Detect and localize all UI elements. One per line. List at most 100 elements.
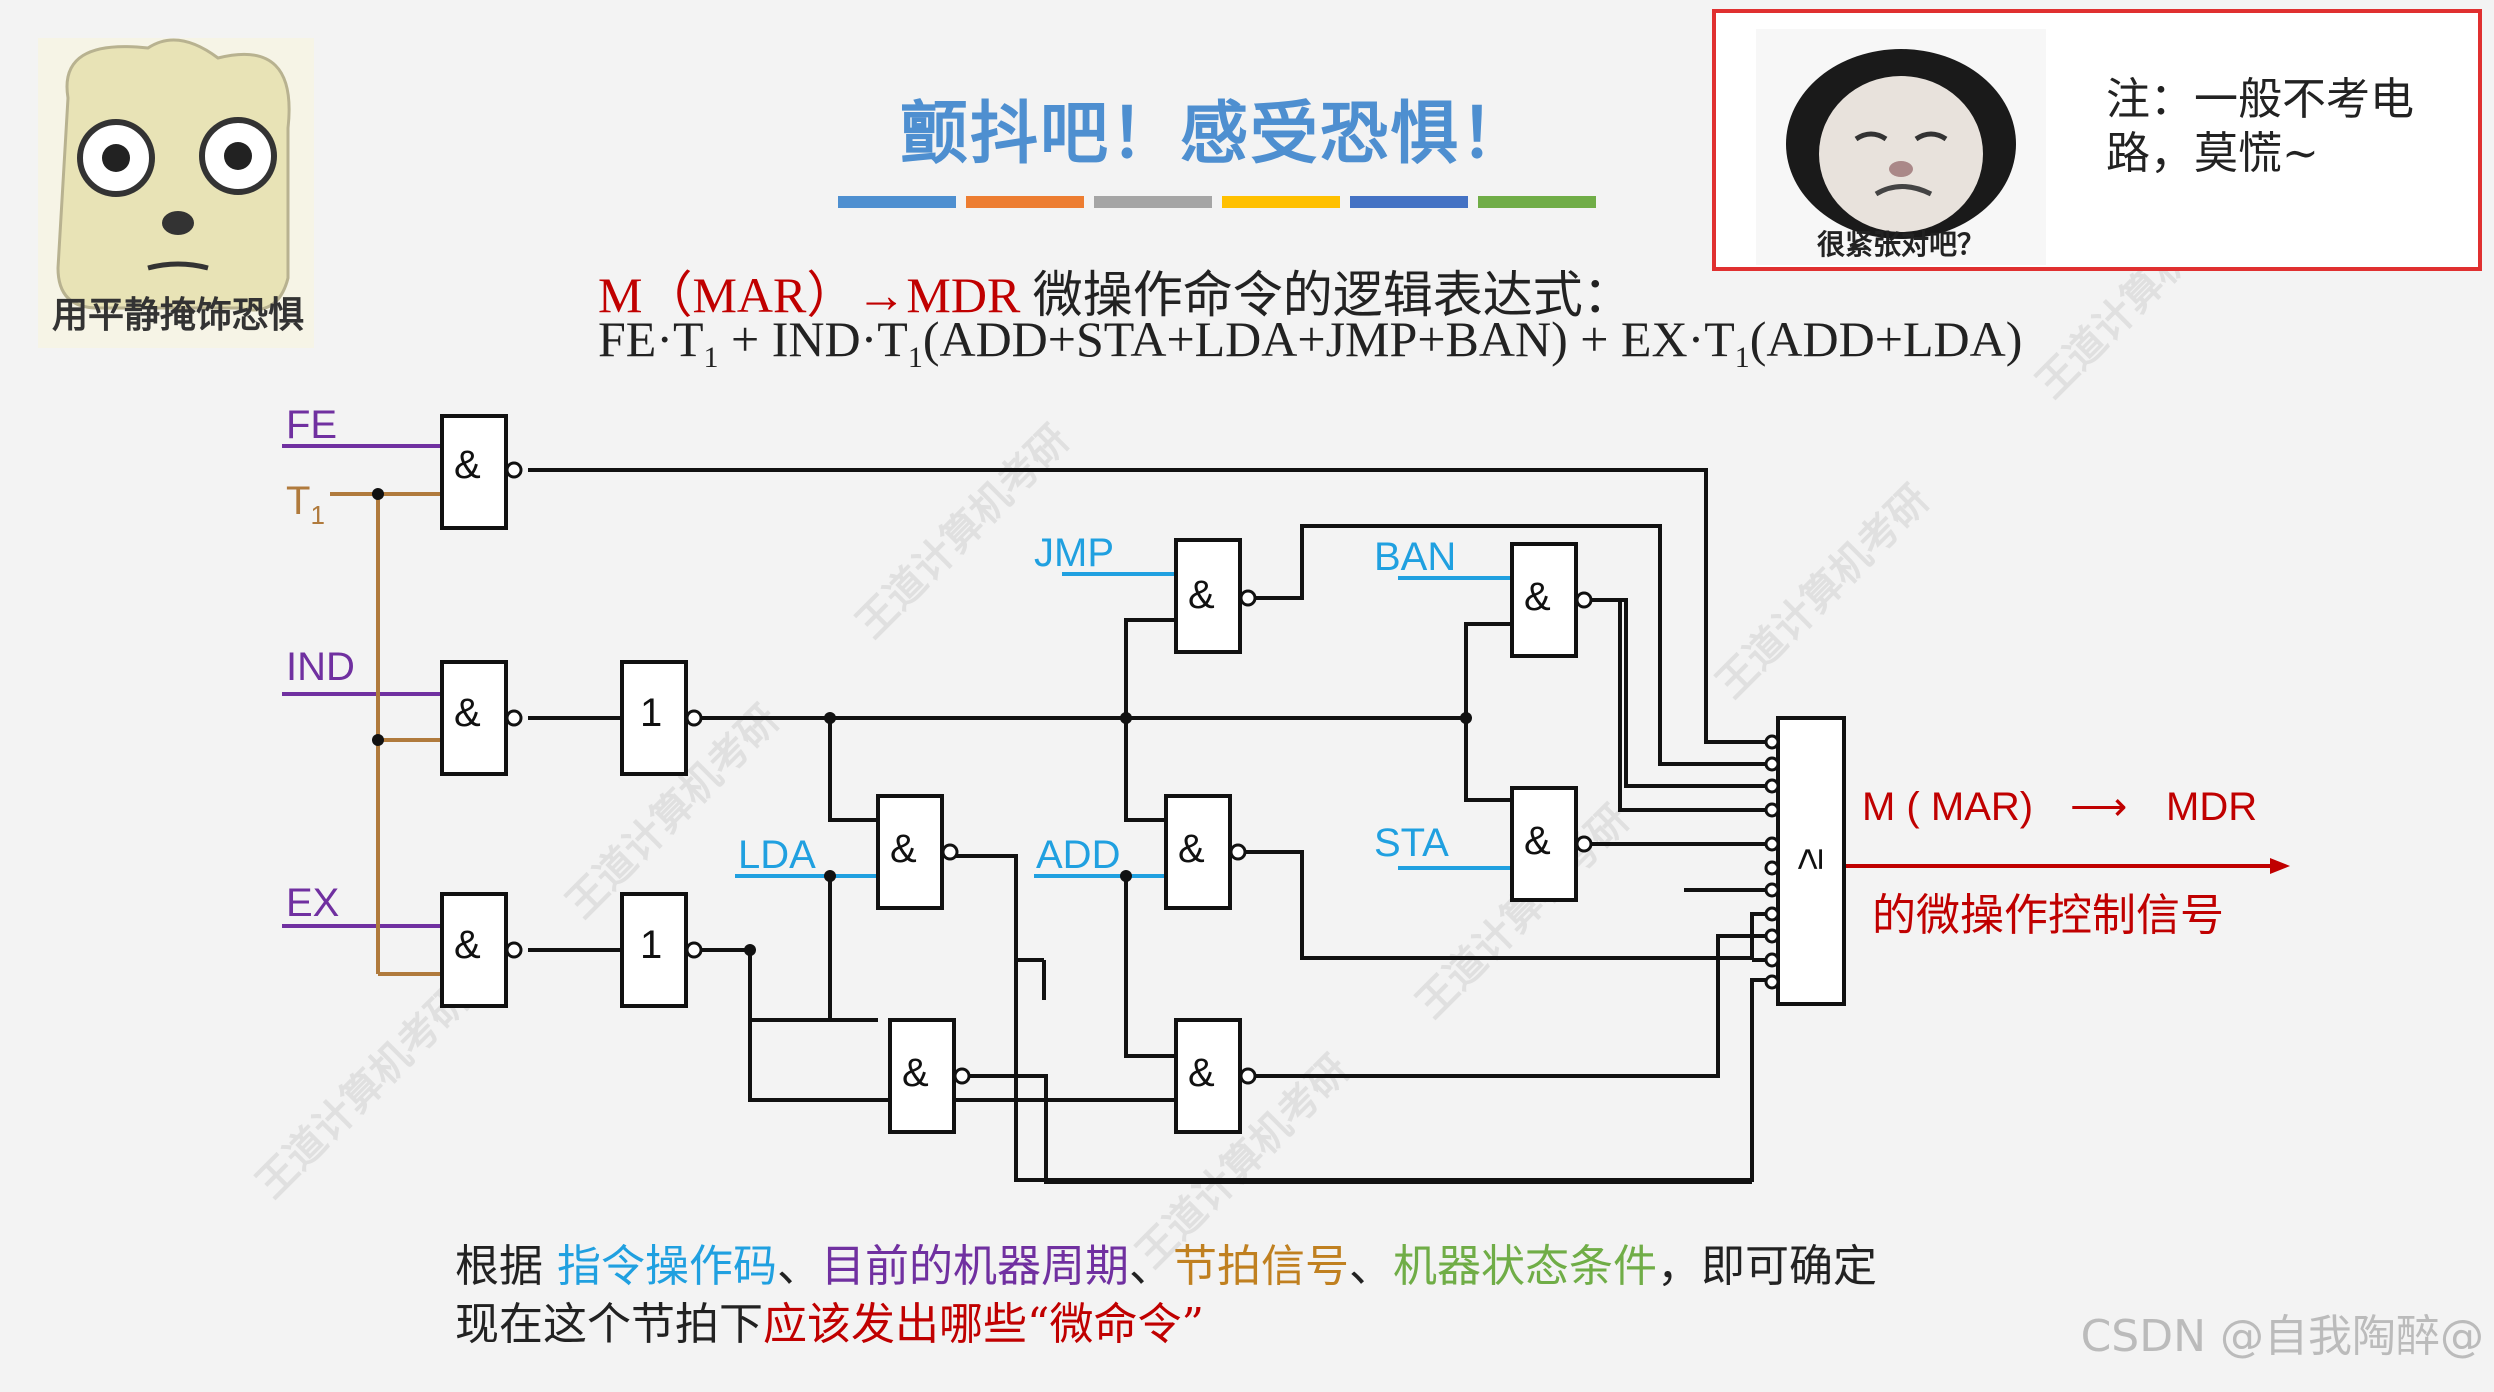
wire (828, 876, 878, 1022)
wire-add-and-out (1242, 850, 1774, 960)
not-gate-ind (620, 660, 688, 776)
bubble (505, 461, 523, 479)
wire (1124, 618, 1176, 718)
bubble (1764, 860, 1780, 876)
wire (1464, 622, 1512, 718)
bubble (1764, 802, 1780, 818)
gate-symbol: 1 (640, 691, 662, 735)
bubble (1764, 778, 1780, 794)
bubble (685, 941, 703, 959)
wire (748, 950, 890, 1102)
gate-symbol: & (902, 1051, 929, 1095)
and-gate-ex (440, 892, 508, 1008)
signal-label-ban: BAN (1374, 535, 1456, 579)
wire (1124, 718, 1166, 822)
micro-command-text: 应该发出哪些“微命令” (763, 1299, 1204, 1350)
wire-jmp-out (1252, 524, 1774, 766)
or-gate (1776, 716, 1846, 1006)
bubble (505, 709, 523, 727)
output-description: 的微操作控制信号 (1872, 890, 2224, 941)
bubble (953, 1067, 971, 1085)
color-bar (1222, 196, 1340, 208)
opcode-text: 指令操作码 (557, 1241, 777, 1292)
color-bar (1094, 196, 1212, 208)
text-span: 、 (1129, 1241, 1173, 1292)
gate-symbol: & (1524, 819, 1551, 863)
note-box: 很紧张对吧？ 注：一般不考电路，莫慌~ (1712, 9, 2482, 271)
text-span: 现在这个节拍下 (455, 1299, 763, 1350)
color-bar (1478, 196, 1596, 208)
wire (1124, 876, 1176, 1058)
gate-symbol: & (454, 923, 481, 967)
junction-dot (1120, 870, 1132, 882)
signal-label-ind: IND (286, 645, 355, 689)
text-span: ，即可确定 (1657, 1241, 1877, 1292)
bubble (1764, 882, 1780, 898)
gate-symbol: & (1188, 573, 1215, 617)
bubble (1575, 591, 1593, 609)
bubble (1229, 843, 1247, 861)
panda-meme-caption: 很紧张对吧？ (1816, 228, 1985, 261)
wire (1464, 718, 1512, 802)
note-text: 注：一般不考电路，莫慌~ (2106, 74, 2414, 179)
bubble (505, 941, 523, 959)
junction-dot (744, 944, 756, 956)
gate-symbol: & (1178, 827, 1205, 871)
wire (954, 854, 1774, 1182)
gate-symbol: & (454, 443, 481, 487)
logic-expression: FE·T1 + IND·T1(ADD+STA+LDA+JMP+BAN) + EX… (598, 310, 2022, 375)
title-color-bars (838, 196, 1596, 208)
bubble (1764, 974, 1780, 990)
gate-symbol: & (1524, 575, 1551, 619)
signal-label-fe: FE (286, 403, 337, 447)
junction-dot (372, 488, 384, 500)
formula-heading-rest: 微操作命令的逻辑表达式： (1020, 267, 1633, 323)
color-bar (966, 196, 1084, 208)
panda-meme-image (1756, 29, 2046, 265)
expr-part: + IND·T (718, 311, 908, 367)
and-gate-fe (440, 414, 508, 530)
wire (748, 950, 878, 1022)
expr-subscript: 1 (1734, 341, 1750, 374)
signal-label-t1: T1 (286, 479, 325, 530)
bubble (1764, 836, 1780, 852)
gate-symbol: 1 (640, 923, 662, 967)
meme-left-image (38, 38, 314, 348)
color-bar (838, 196, 956, 208)
output-arrow: ⟶ (2070, 785, 2127, 829)
and-gate-ban (1510, 542, 1578, 658)
bubble (1239, 1067, 1257, 1085)
bubble (1575, 835, 1593, 853)
bubble (685, 709, 703, 727)
formula-heading-red: M（MAR）→MDR (598, 267, 1021, 323)
junction-dot (1120, 712, 1132, 724)
wire (966, 1074, 1752, 1184)
gate-symbol: & (454, 691, 481, 735)
bubble (1764, 952, 1780, 968)
and-gate-lda (876, 794, 944, 910)
signal-label-add: ADD (1036, 833, 1120, 877)
expr-subscript: 1 (703, 341, 719, 374)
bubble (1239, 589, 1257, 607)
and-gate-ex-add (1174, 1018, 1242, 1134)
output-label-mdr: MDR (2166, 785, 2257, 829)
signal-label-lda: LDA (738, 833, 816, 877)
formula-heading: M（MAR）→MDR 微操作命令的逻辑表达式： (598, 255, 1633, 327)
signal-label-sta: STA (1374, 821, 1449, 865)
junction-dot (824, 870, 836, 882)
gate-symbol: & (890, 827, 917, 871)
beat-signal-text: 节拍信号 (1173, 1241, 1349, 1292)
meme-left-caption: 用平静掩饰恐惧 (51, 295, 304, 336)
wire-fe-t1 (528, 468, 1774, 744)
bubble (1764, 756, 1780, 772)
junction-dot (824, 712, 836, 724)
output-label-m-mar: M ( MAR) (1862, 785, 2033, 829)
text-span: 、 (777, 1241, 821, 1292)
machine-state-text: 机器状态条件 (1393, 1241, 1657, 1292)
color-bar (1350, 196, 1468, 208)
wire (1588, 598, 1774, 788)
junction-dot (372, 734, 384, 746)
bubble (1764, 928, 1780, 944)
